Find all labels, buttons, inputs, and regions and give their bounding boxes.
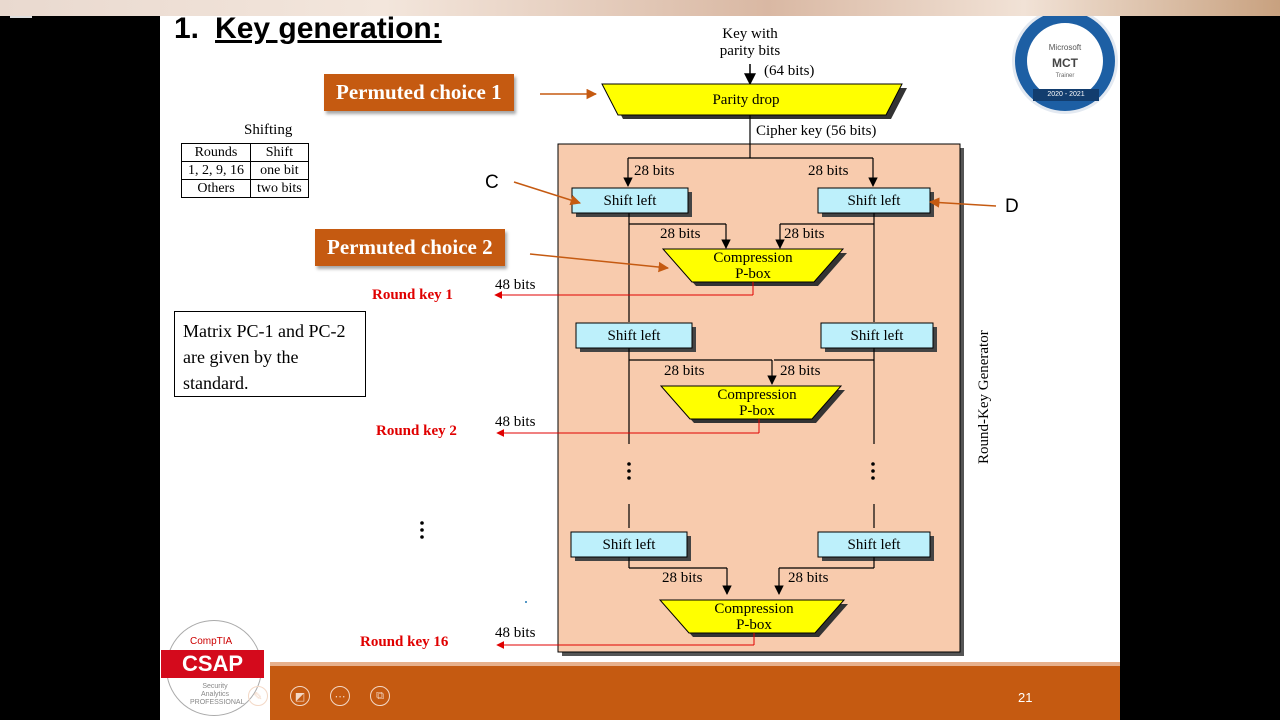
shift-left-label: Shift left — [848, 193, 902, 209]
annotate-icon[interactable]: ◩ — [290, 686, 310, 706]
generator-panel — [557, 143, 961, 653]
compression-label: Compression — [717, 387, 797, 403]
bits-label: 48 bits — [495, 625, 536, 641]
note-box: Matrix PC-1 and PC-2 are given by the st… — [174, 311, 366, 397]
key-input-bits: (64 bits) — [764, 63, 814, 79]
table-cell: Others — [181, 179, 251, 198]
shift-left-label: Shift left — [603, 537, 657, 553]
bits-label: 28 bits — [660, 226, 701, 242]
table-header-row: Rounds Shift — [181, 143, 309, 162]
bits-label: 28 bits — [780, 363, 821, 379]
slide-title: 1. Key generation: — [174, 16, 442, 46]
key-input-label-2: parity bits — [720, 43, 781, 59]
table-row: 1, 2, 9, 16 one bit — [181, 161, 309, 180]
title-text: Key generation: — [215, 16, 442, 45]
mct-badge: Microsoft MCT Trainer 2020 - 2021 — [1012, 16, 1118, 114]
key-input-label-1: Key with — [722, 26, 778, 42]
microsoft-label: Microsoft — [1048, 43, 1082, 52]
table-header: Rounds — [181, 143, 251, 162]
callout-arrow — [928, 197, 997, 208]
bits-label: 28 bits — [662, 570, 703, 586]
shifting-table: Rounds Shift 1, 2, 9, 16 one bit Others … — [181, 143, 309, 198]
callout-arrow — [513, 181, 582, 206]
csap-subtitle: Security Analytics PROFESSIONAL — [190, 683, 245, 706]
table-cell: one bit — [250, 161, 309, 180]
round-key-label: Round key 1 — [372, 287, 453, 303]
slide-canvas: 1. Key generation: Key with parity bits (… — [160, 16, 1120, 720]
shift-left-label: Shift left — [848, 537, 902, 553]
slide-number: 21 — [1018, 690, 1033, 705]
bits-label: 28 bits — [784, 226, 825, 242]
bits-label: 28 bits — [664, 363, 705, 379]
table-cell: 1, 2, 9, 16 — [181, 161, 251, 180]
shift-left-box — [820, 322, 934, 349]
compression-label: P-box — [736, 617, 772, 633]
round-key-generator-label: Round-Key Generator — [976, 330, 992, 464]
csap-title: CSAP — [161, 650, 264, 678]
cipher-key-label: Cipher key (56 bits) — [756, 123, 876, 139]
parity-drop-box — [601, 83, 903, 116]
compression-label: P-box — [739, 403, 775, 419]
label-c: C — [485, 172, 499, 193]
callout-permuted-choice-1: Permuted choice 1 — [324, 74, 514, 111]
table-header: Shift — [250, 143, 309, 162]
footer-accent-line — [270, 662, 1120, 666]
shift-left-label: Shift left — [851, 328, 905, 344]
table-cell: two bits — [250, 179, 309, 198]
shift-left-box — [570, 531, 688, 558]
shift-left-box — [575, 322, 693, 349]
window-edge-mark — [10, 16, 32, 18]
compression-label: Compression — [714, 601, 794, 617]
mct-years: 2020 - 2021 — [1033, 89, 1099, 101]
compression-pbox — [658, 599, 846, 634]
shift-left-label: Shift left — [604, 193, 658, 209]
bits-label: 28 bits — [808, 163, 849, 179]
bits-label: 28 bits — [634, 163, 675, 179]
shift-left-label: Shift left — [608, 328, 662, 344]
mct-title: MCT — [1052, 56, 1078, 70]
compression-label: P-box — [735, 266, 771, 282]
mct-badge-center: Microsoft MCT Trainer — [1027, 23, 1103, 99]
more-options-icon[interactable]: ⋯ — [330, 686, 350, 706]
title-number: 1. — [174, 16, 200, 45]
pen-tool-icon[interactable]: ✎ — [248, 686, 268, 706]
round-key-generator-diagram: Key with parity bits (64 bits) Parity dr… — [360, 26, 997, 656]
compression-pbox — [659, 385, 843, 420]
table-row: Others two bits — [181, 179, 309, 198]
background-strip — [0, 0, 1280, 16]
bits-label: 28 bits — [788, 570, 829, 586]
bits-label: 48 bits — [495, 277, 536, 293]
compression-pbox — [661, 248, 845, 283]
callout-permuted-choice-2: Permuted choice 2 — [315, 229, 505, 266]
bits-label: 48 bits — [495, 414, 536, 430]
shifting-caption: Shifting — [244, 122, 293, 138]
footer-bar — [270, 666, 1120, 720]
shift-left-box — [571, 187, 689, 214]
round-key-label: Round key 2 — [376, 423, 457, 439]
parity-drop-label: Parity drop — [712, 92, 779, 108]
screen-view-icon[interactable]: ⧉ — [370, 686, 390, 706]
round-key-label: Round key 16 — [360, 634, 449, 650]
label-d: D — [1005, 196, 1019, 217]
comptia-label: CompTIA — [190, 636, 233, 647]
mct-trainer-label: Trainer — [1055, 73, 1075, 79]
callout-arrow — [529, 253, 670, 273]
compression-label: Compression — [713, 250, 793, 266]
